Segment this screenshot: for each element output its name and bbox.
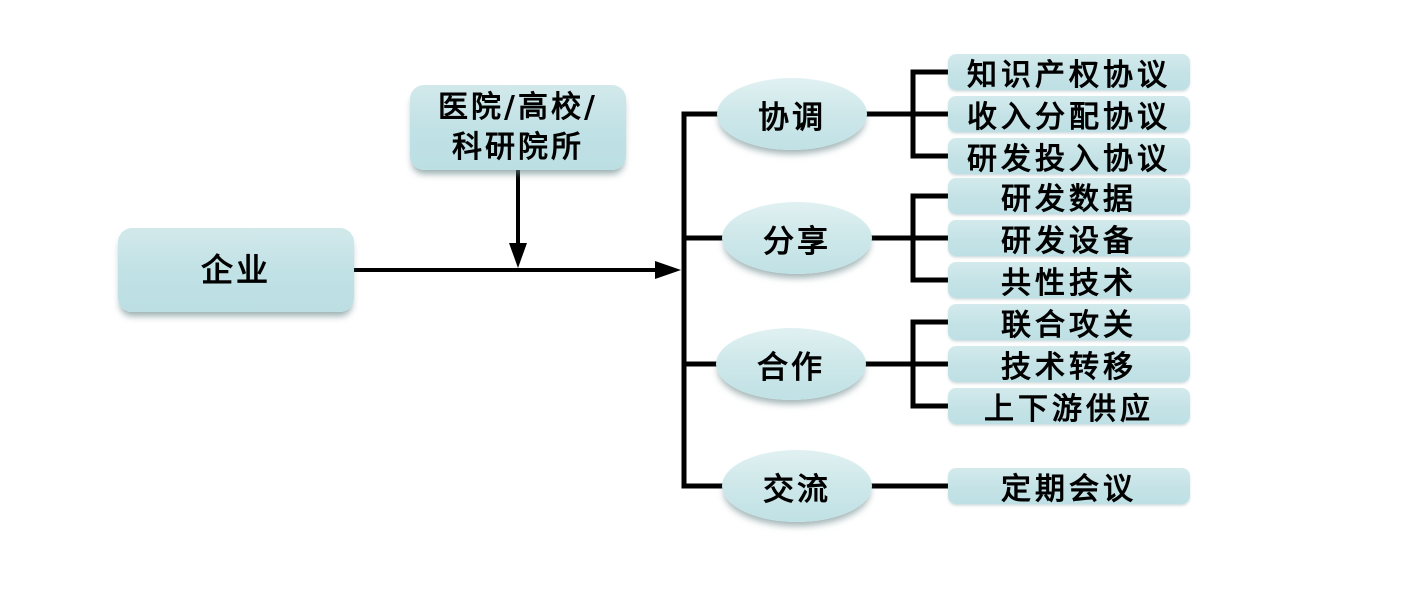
branch3-bracket xyxy=(862,319,948,409)
leaf-technology-transfer: 技术转移 xyxy=(948,346,1190,385)
root-arrowhead-icon xyxy=(655,261,681,279)
leaf-label: 知识产权协议 xyxy=(967,58,1171,93)
node-enterprise: 企业 xyxy=(118,228,354,312)
node-branch-exchange: 交流 xyxy=(722,450,872,522)
branch1-bracket xyxy=(860,69,948,159)
branch-label: 分享 xyxy=(763,223,831,260)
node-branch-coordination: 协调 xyxy=(717,78,867,150)
leaf-joint-research: 联合攻关 xyxy=(948,304,1190,343)
leaf-supply-chain: 上下游供应 xyxy=(948,388,1190,427)
leaf-label: 共性技术 xyxy=(1001,266,1137,301)
leaf-common-technology: 共性技术 xyxy=(948,262,1190,301)
branch-label: 协调 xyxy=(758,99,826,136)
branch-label: 交流 xyxy=(763,471,831,508)
node-partner-label-line2: 科研院所 xyxy=(452,129,584,165)
trunk-to-branch-stubs xyxy=(682,111,724,489)
leaf-rd-data: 研发数据 xyxy=(948,178,1190,217)
node-branch-cooperation: 合作 xyxy=(716,328,866,400)
leaf-label: 研发数据 xyxy=(1001,182,1137,217)
leaf-rd-investment-agreement: 研发投入协议 xyxy=(948,138,1190,177)
leaf-label: 上下游供应 xyxy=(984,392,1154,427)
branch-label: 合作 xyxy=(757,349,825,386)
leaf-label: 技术转移 xyxy=(1001,350,1137,385)
leaf-income-distribution-agreement: 收入分配协议 xyxy=(948,96,1190,135)
node-partner-label-line1: 医院/高校/ xyxy=(438,89,598,125)
leaf-regular-meetings: 定期会议 xyxy=(948,468,1190,507)
leaf-label: 收入分配协议 xyxy=(967,100,1171,135)
leaf-label: 联合攻关 xyxy=(1001,308,1137,343)
leaf-label: 研发设备 xyxy=(1001,224,1137,259)
node-partner-institutions: 医院/高校/ 科研院所 xyxy=(410,85,626,170)
leaf-ip-agreement: 知识产权协议 xyxy=(948,54,1190,93)
node-branch-sharing: 分享 xyxy=(722,202,872,274)
node-enterprise-label: 企业 xyxy=(200,251,271,289)
partner-arrowhead-icon xyxy=(509,243,527,268)
branch2-bracket xyxy=(868,193,948,283)
leaf-label: 研发投入协议 xyxy=(967,142,1171,177)
leaf-rd-equipment: 研发设备 xyxy=(948,220,1190,259)
leaf-label: 定期会议 xyxy=(1001,472,1137,507)
